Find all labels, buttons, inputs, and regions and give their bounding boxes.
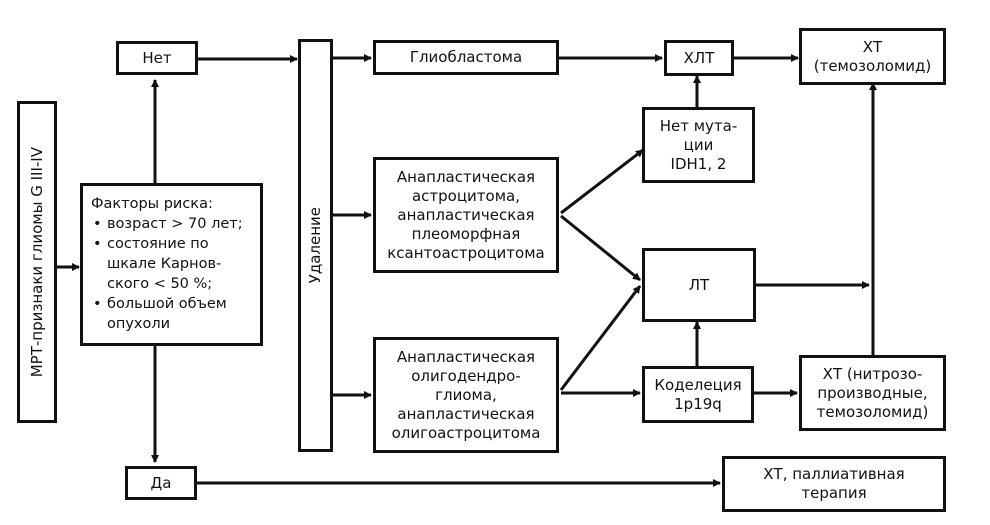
chemo-temozolomide-box: ХТ (темозоломид): [799, 28, 946, 85]
radiotherapy-box: ЛТ: [642, 248, 756, 322]
palliative-chemo-label: ХТ, паллиативная терапия: [763, 465, 905, 502]
no-idh-mutation-label: Нет мута- ции IDH1, 2: [659, 116, 738, 173]
anaplastic-oligodendroglioma-label: Анапластическая олигодендро- глиома, ана…: [391, 347, 541, 442]
resection-box: Удаление: [298, 39, 333, 452]
glioblastoma-box: Глиобластома: [373, 40, 559, 75]
mri-signs-box: МРТ-признаки глиомы G III-IV: [17, 101, 57, 423]
no-label: Нет: [142, 48, 172, 67]
anaplastic-oligodendroglioma-box: Анапластическая олигодендро- глиома, ана…: [373, 337, 559, 453]
risk-factors-box: Факторы риска: возраст > 70 лет; состоян…: [80, 183, 263, 346]
risk-factors-title: Факторы риска:: [91, 196, 213, 212]
mri-signs-label: МРТ-признаки глиомы G III-IV: [27, 146, 46, 378]
risk-factor-karnofsky: состояние по шкале Карнов-ского < 50 %;: [93, 234, 252, 294]
chemo-temozolomide-label: ХТ (темозоломид): [813, 37, 932, 75]
chemoradiotherapy-label: ХЛТ: [683, 48, 715, 67]
arrow-astro-noidh: [560, 148, 644, 215]
no-box: Нет: [116, 41, 198, 75]
chemoradiotherapy-box: ХЛТ: [664, 40, 734, 76]
radiotherapy-label: ЛТ: [688, 275, 710, 294]
arrow-astro-rt: [560, 214, 641, 282]
chemo-nitrosourea-box: ХТ (нитрозо- производные, темозоломид): [799, 355, 946, 431]
palliative-chemo-box: ХТ, паллиативная терапия: [722, 456, 946, 512]
no-idh-mutation-box: Нет мута- ции IDH1, 2: [642, 107, 755, 183]
anaplastic-astrocytoma-label: Анапластическая астроцитома, анапластиче…: [387, 167, 545, 262]
arrow-oligo-rt: [559, 285, 642, 391]
yes-box: Да: [125, 466, 197, 500]
anaplastic-astrocytoma-box: Анапластическая астроцитома, анапластиче…: [373, 157, 559, 273]
risk-factor-age: возраст > 70 лет;: [93, 214, 252, 234]
codeletion-box: Коделеция 1p19q: [642, 366, 754, 423]
resection-label: Удаление: [306, 207, 324, 284]
chemo-nitrosourea-label: ХТ (нитрозо- производные, темозоломид): [816, 364, 929, 421]
risk-factor-tumor-size: большой объем опухоли: [93, 294, 252, 334]
codeletion-label: Коделеция 1p19q: [654, 375, 742, 413]
yes-label: Да: [150, 473, 172, 492]
glioblastoma-label: Глиобластома: [409, 48, 523, 66]
